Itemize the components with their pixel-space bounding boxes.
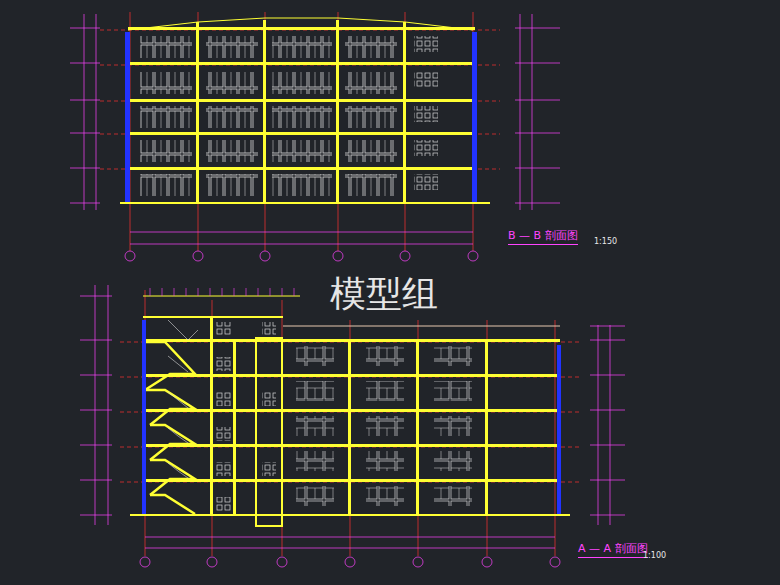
- scale-note: 1:100: [643, 551, 666, 560]
- watermark: 模型组: [330, 270, 438, 319]
- scale-note: 1:150: [594, 237, 617, 246]
- section-title: A — A 剖面图: [578, 541, 648, 558]
- section-title: B — B 剖面图: [508, 228, 578, 245]
